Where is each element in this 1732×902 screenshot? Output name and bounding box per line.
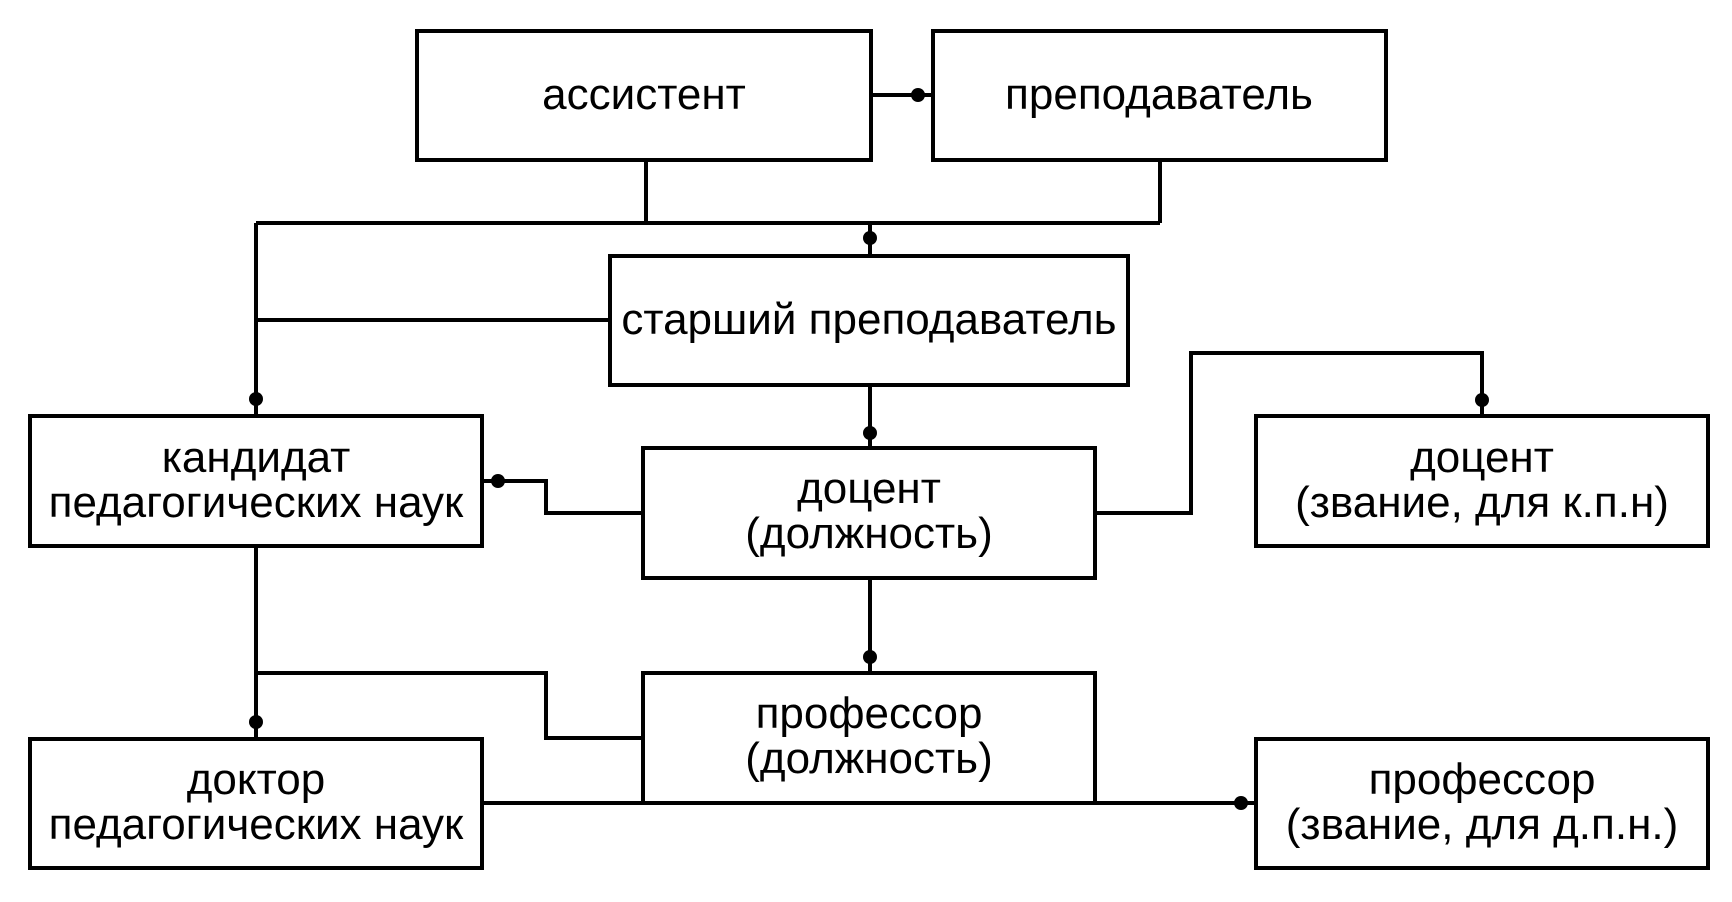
node-doctor: доктор педагогических наук	[28, 737, 484, 870]
edge-docent-to-title	[1095, 351, 1484, 515]
node-professor-title: профессор (звание, для д.п.н.)	[1254, 737, 1710, 870]
arrow-dot	[1234, 796, 1248, 810]
arrow-dot	[1475, 393, 1489, 407]
node-docent-position: доцент (должность)	[641, 446, 1097, 580]
node-professor-title-line2: (звание, для д.п.н.)	[1286, 800, 1679, 849]
node-lecturer-text: преподаватель	[1005, 70, 1313, 119]
node-doctor-line2: педагогических наук	[49, 800, 464, 849]
node-docent-title-line2: (звание, для к.п.н)	[1295, 478, 1669, 527]
node-lecturer: преподаватель	[931, 29, 1388, 162]
edges	[249, 88, 1489, 810]
node-senior-lecturer-text: старший преподаватель	[621, 295, 1116, 344]
arrow-dot	[249, 715, 263, 729]
node-docent-position-line1: доцент	[797, 464, 941, 513]
arrow-dot	[863, 231, 877, 245]
node-docent-title: доцент (звание, для к.п.н)	[1254, 414, 1710, 548]
arrow-dot	[863, 650, 877, 664]
node-assistant: ассистент	[415, 29, 873, 162]
node-professor-position-line1: профессор	[756, 689, 983, 738]
node-senior-lecturer: старший преподаватель	[608, 254, 1130, 387]
edge-professor-left	[256, 671, 643, 740]
node-docent-title-line1: доцент	[1410, 433, 1554, 482]
node-candidate-line1: кандидат	[162, 433, 351, 482]
node-professor-title-line1: профессор	[1369, 755, 1596, 804]
node-candidate-line2: педагогических наук	[49, 478, 464, 527]
node-candidate: кандидат педагогических наук	[28, 414, 484, 548]
edge-docent-to-candidate	[482, 479, 643, 515]
arrow-dot	[911, 88, 925, 102]
arrow-dot	[249, 392, 263, 406]
arrow-dot	[491, 474, 505, 488]
node-docent-position-line2: (должность)	[745, 509, 992, 558]
node-professor-position: профессор (должность)	[641, 671, 1097, 805]
node-assistant-text: ассистент	[542, 70, 746, 119]
node-professor-position-line2: (должность)	[745, 734, 992, 783]
node-doctor-line1: доктор	[187, 755, 326, 804]
arrow-dot	[863, 426, 877, 440]
